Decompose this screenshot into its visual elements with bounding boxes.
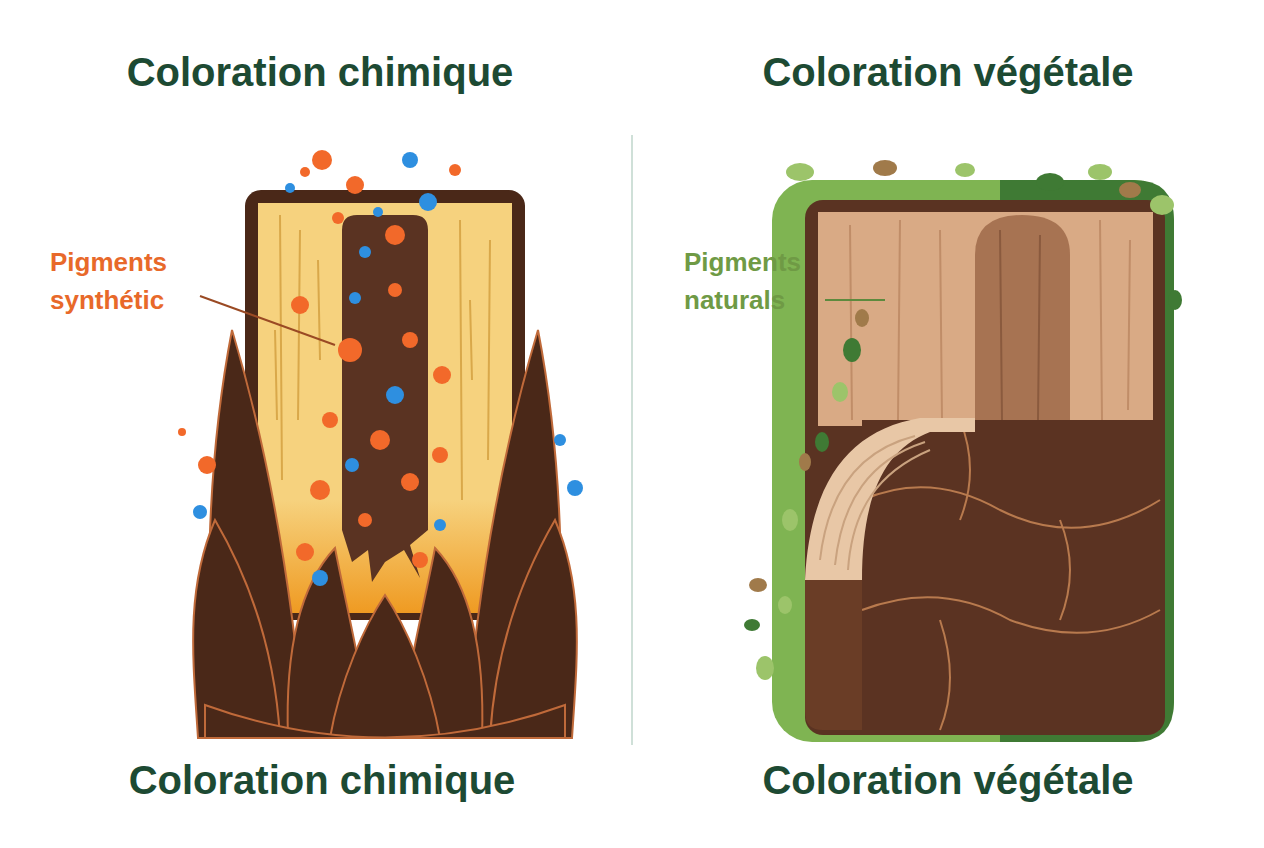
pigment-dot bbox=[300, 167, 310, 177]
pigment-dot bbox=[370, 430, 390, 450]
pigment-dot bbox=[322, 412, 338, 428]
plant-coating bbox=[772, 180, 1174, 742]
leaf-dot bbox=[799, 453, 811, 471]
column-heading: Coloration végétale bbox=[762, 48, 1133, 96]
leader-line bbox=[200, 296, 335, 345]
pigment-dot bbox=[345, 458, 359, 472]
cuticle-block bbox=[862, 420, 1160, 730]
leaf-dot bbox=[843, 338, 861, 362]
chemical-hair-figure bbox=[193, 190, 577, 738]
pigment-dot bbox=[296, 543, 314, 561]
leader-line bbox=[825, 299, 885, 301]
synthetic-pigments bbox=[178, 150, 583, 586]
pigment-dot bbox=[567, 480, 583, 496]
pigment-dot bbox=[312, 570, 328, 586]
pigment-label: Pigments synthétic bbox=[50, 243, 220, 319]
column-heading: Coloration chimique bbox=[127, 48, 514, 96]
pigment-dot bbox=[373, 207, 383, 217]
leaf-dot bbox=[749, 578, 767, 592]
pigment-dot bbox=[198, 456, 216, 474]
leaf-dot bbox=[1088, 164, 1112, 180]
pigment-dot bbox=[358, 513, 372, 527]
hair-rim bbox=[245, 190, 525, 620]
pigment-label: Pigments naturals bbox=[684, 243, 854, 319]
pigment-dot bbox=[388, 283, 402, 297]
pigment-dot bbox=[433, 366, 451, 384]
pigment-dot bbox=[312, 150, 332, 170]
leaf-dot bbox=[1168, 290, 1182, 310]
pigment-dot bbox=[310, 480, 330, 500]
natural-pigments bbox=[744, 160, 1182, 680]
pigment-dot bbox=[386, 386, 404, 404]
vegetal-hair-figure bbox=[772, 180, 1174, 742]
leaf-dot bbox=[873, 160, 897, 176]
leaf-dot bbox=[744, 619, 760, 631]
pigment-dot bbox=[434, 519, 446, 531]
pigment-dot bbox=[178, 428, 186, 436]
cut-face bbox=[805, 418, 975, 580]
pigment-dot bbox=[338, 338, 362, 362]
hair-rim bbox=[805, 200, 1165, 735]
pigment-dot bbox=[349, 292, 361, 304]
pigment-dot bbox=[554, 434, 566, 446]
column-caption: Coloration végétale bbox=[762, 756, 1133, 804]
leaf-dot bbox=[955, 163, 975, 177]
cuticle-scale bbox=[330, 595, 440, 738]
pigment-dot bbox=[332, 212, 344, 224]
pigment-dot bbox=[193, 505, 207, 519]
hair-cortex bbox=[258, 203, 512, 613]
leaf-dot bbox=[1150, 195, 1174, 215]
hair-cortex bbox=[818, 212, 1153, 426]
leaf-dot bbox=[1036, 173, 1064, 191]
pigment-dot bbox=[419, 193, 437, 211]
leaf-dot bbox=[815, 432, 829, 452]
leaf-dot bbox=[1119, 182, 1141, 198]
medulla-grain bbox=[1000, 230, 1040, 420]
pigment-dot bbox=[359, 246, 371, 258]
leaf-dot bbox=[782, 509, 798, 531]
pigment-dot bbox=[285, 183, 295, 193]
pigment-dot bbox=[291, 296, 309, 314]
leaf-dot bbox=[756, 656, 774, 680]
pigment-dot bbox=[401, 473, 419, 491]
hair-medulla bbox=[975, 215, 1070, 426]
pigment-dot bbox=[402, 152, 418, 168]
leaf-dot bbox=[786, 163, 814, 181]
cuticle-lines bbox=[862, 420, 1160, 730]
leaf-dot bbox=[832, 382, 848, 402]
pigment-dot bbox=[346, 176, 364, 194]
column-caption: Coloration chimique bbox=[129, 756, 516, 804]
cut-grain bbox=[820, 436, 930, 570]
cuticle-base bbox=[205, 705, 565, 738]
pigment-dot bbox=[432, 447, 448, 463]
divider-line bbox=[631, 135, 633, 745]
pigment-dot bbox=[412, 552, 428, 568]
pigment-dot bbox=[385, 225, 405, 245]
hair-side bbox=[805, 580, 862, 730]
pigment-dot bbox=[449, 164, 461, 176]
leaf-dot bbox=[778, 596, 792, 614]
pigment-dot bbox=[402, 332, 418, 348]
hair-medulla bbox=[342, 215, 428, 582]
leaf-dot bbox=[855, 309, 869, 327]
